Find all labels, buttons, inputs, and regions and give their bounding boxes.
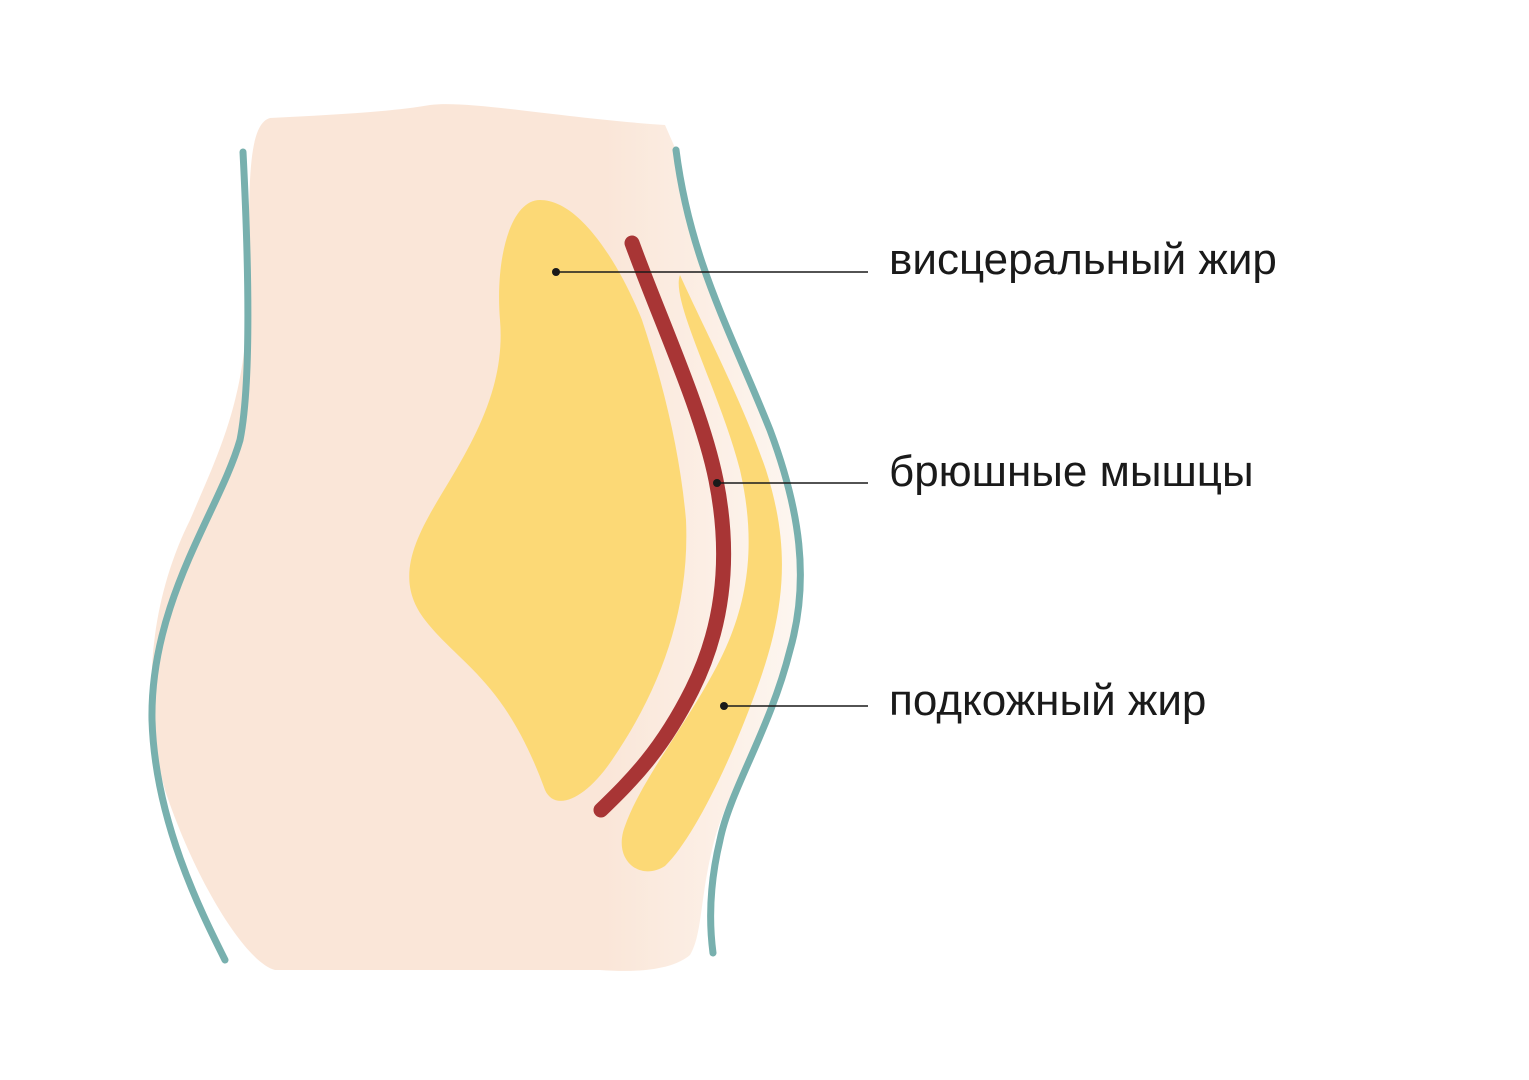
leader-abdominal-muscles [713,479,868,487]
label-visceral-fat: висцеральный жир [889,235,1277,284]
subcutaneous-fat-region [621,275,782,872]
skin-outline-right [672,146,804,957]
label-abdominal-muscles: брюшные мышцы [889,447,1254,496]
visceral-fat-region [409,200,687,801]
leader-visceral-fat [552,268,868,276]
label-subcutaneous-fat: подкожный жир [889,676,1206,725]
skin-outline-left [148,148,252,964]
leader-subcutaneous-fat [720,702,868,710]
abdominal-muscle-layer [593,235,732,818]
